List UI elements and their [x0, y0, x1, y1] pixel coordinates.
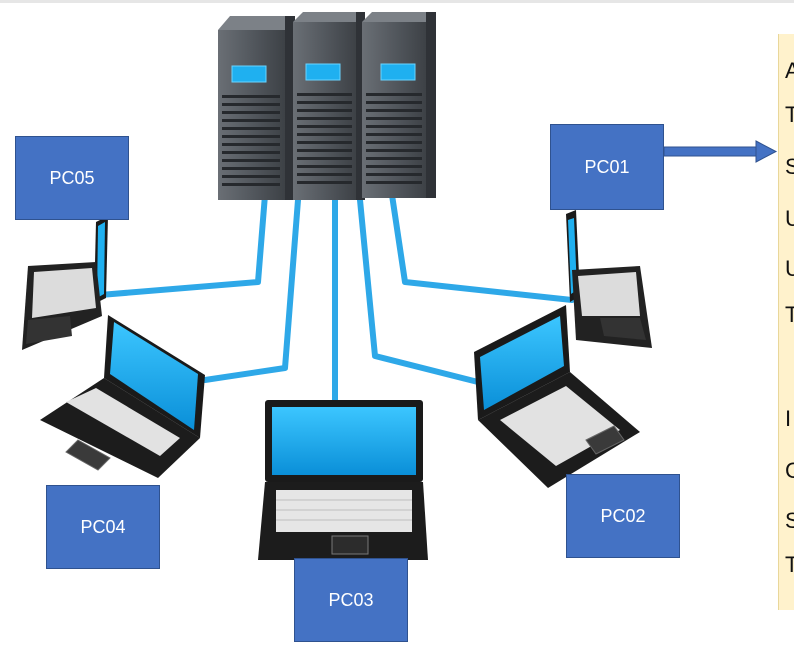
label-pc02: PC02 [566, 474, 680, 558]
laptop-icon [566, 210, 652, 348]
laptop-icon [258, 400, 428, 560]
arrow-right-icon [663, 140, 778, 163]
label-pc02-text: PC02 [600, 505, 646, 526]
note-line: S [785, 510, 794, 532]
cable-pc02 [357, 197, 481, 385]
laptop-icon [40, 315, 205, 478]
label-pc03: PC03 [294, 558, 408, 642]
note-line: T [785, 554, 794, 576]
note-line: T [785, 304, 794, 326]
note-line: C [785, 460, 794, 482]
note-line: A [785, 60, 794, 82]
label-pc01: PC01 [550, 124, 664, 210]
note-line: I [785, 406, 792, 431]
cable-pc04 [202, 197, 301, 383]
note-line: U [785, 258, 794, 280]
top-border [0, 0, 794, 3]
label-pc03-text: PC03 [328, 589, 374, 610]
cable-pc01 [389, 192, 575, 303]
note-line: T [785, 104, 794, 126]
label-pc05: PC05 [15, 136, 129, 220]
label-pc04-text: PC04 [80, 516, 126, 537]
label-pc04: PC04 [46, 485, 160, 569]
server-rack-icon [218, 12, 436, 200]
laptop-icon [474, 305, 640, 488]
note-line: U [785, 208, 794, 230]
label-pc05-text: PC05 [49, 167, 95, 188]
note-panel: A T S U U T I C S T [778, 34, 794, 610]
note-line: S [785, 156, 794, 178]
network-cables [97, 192, 575, 408]
cable-pc05 [97, 192, 268, 298]
label-pc01-text: PC01 [584, 156, 630, 177]
laptop-icon [22, 216, 108, 350]
